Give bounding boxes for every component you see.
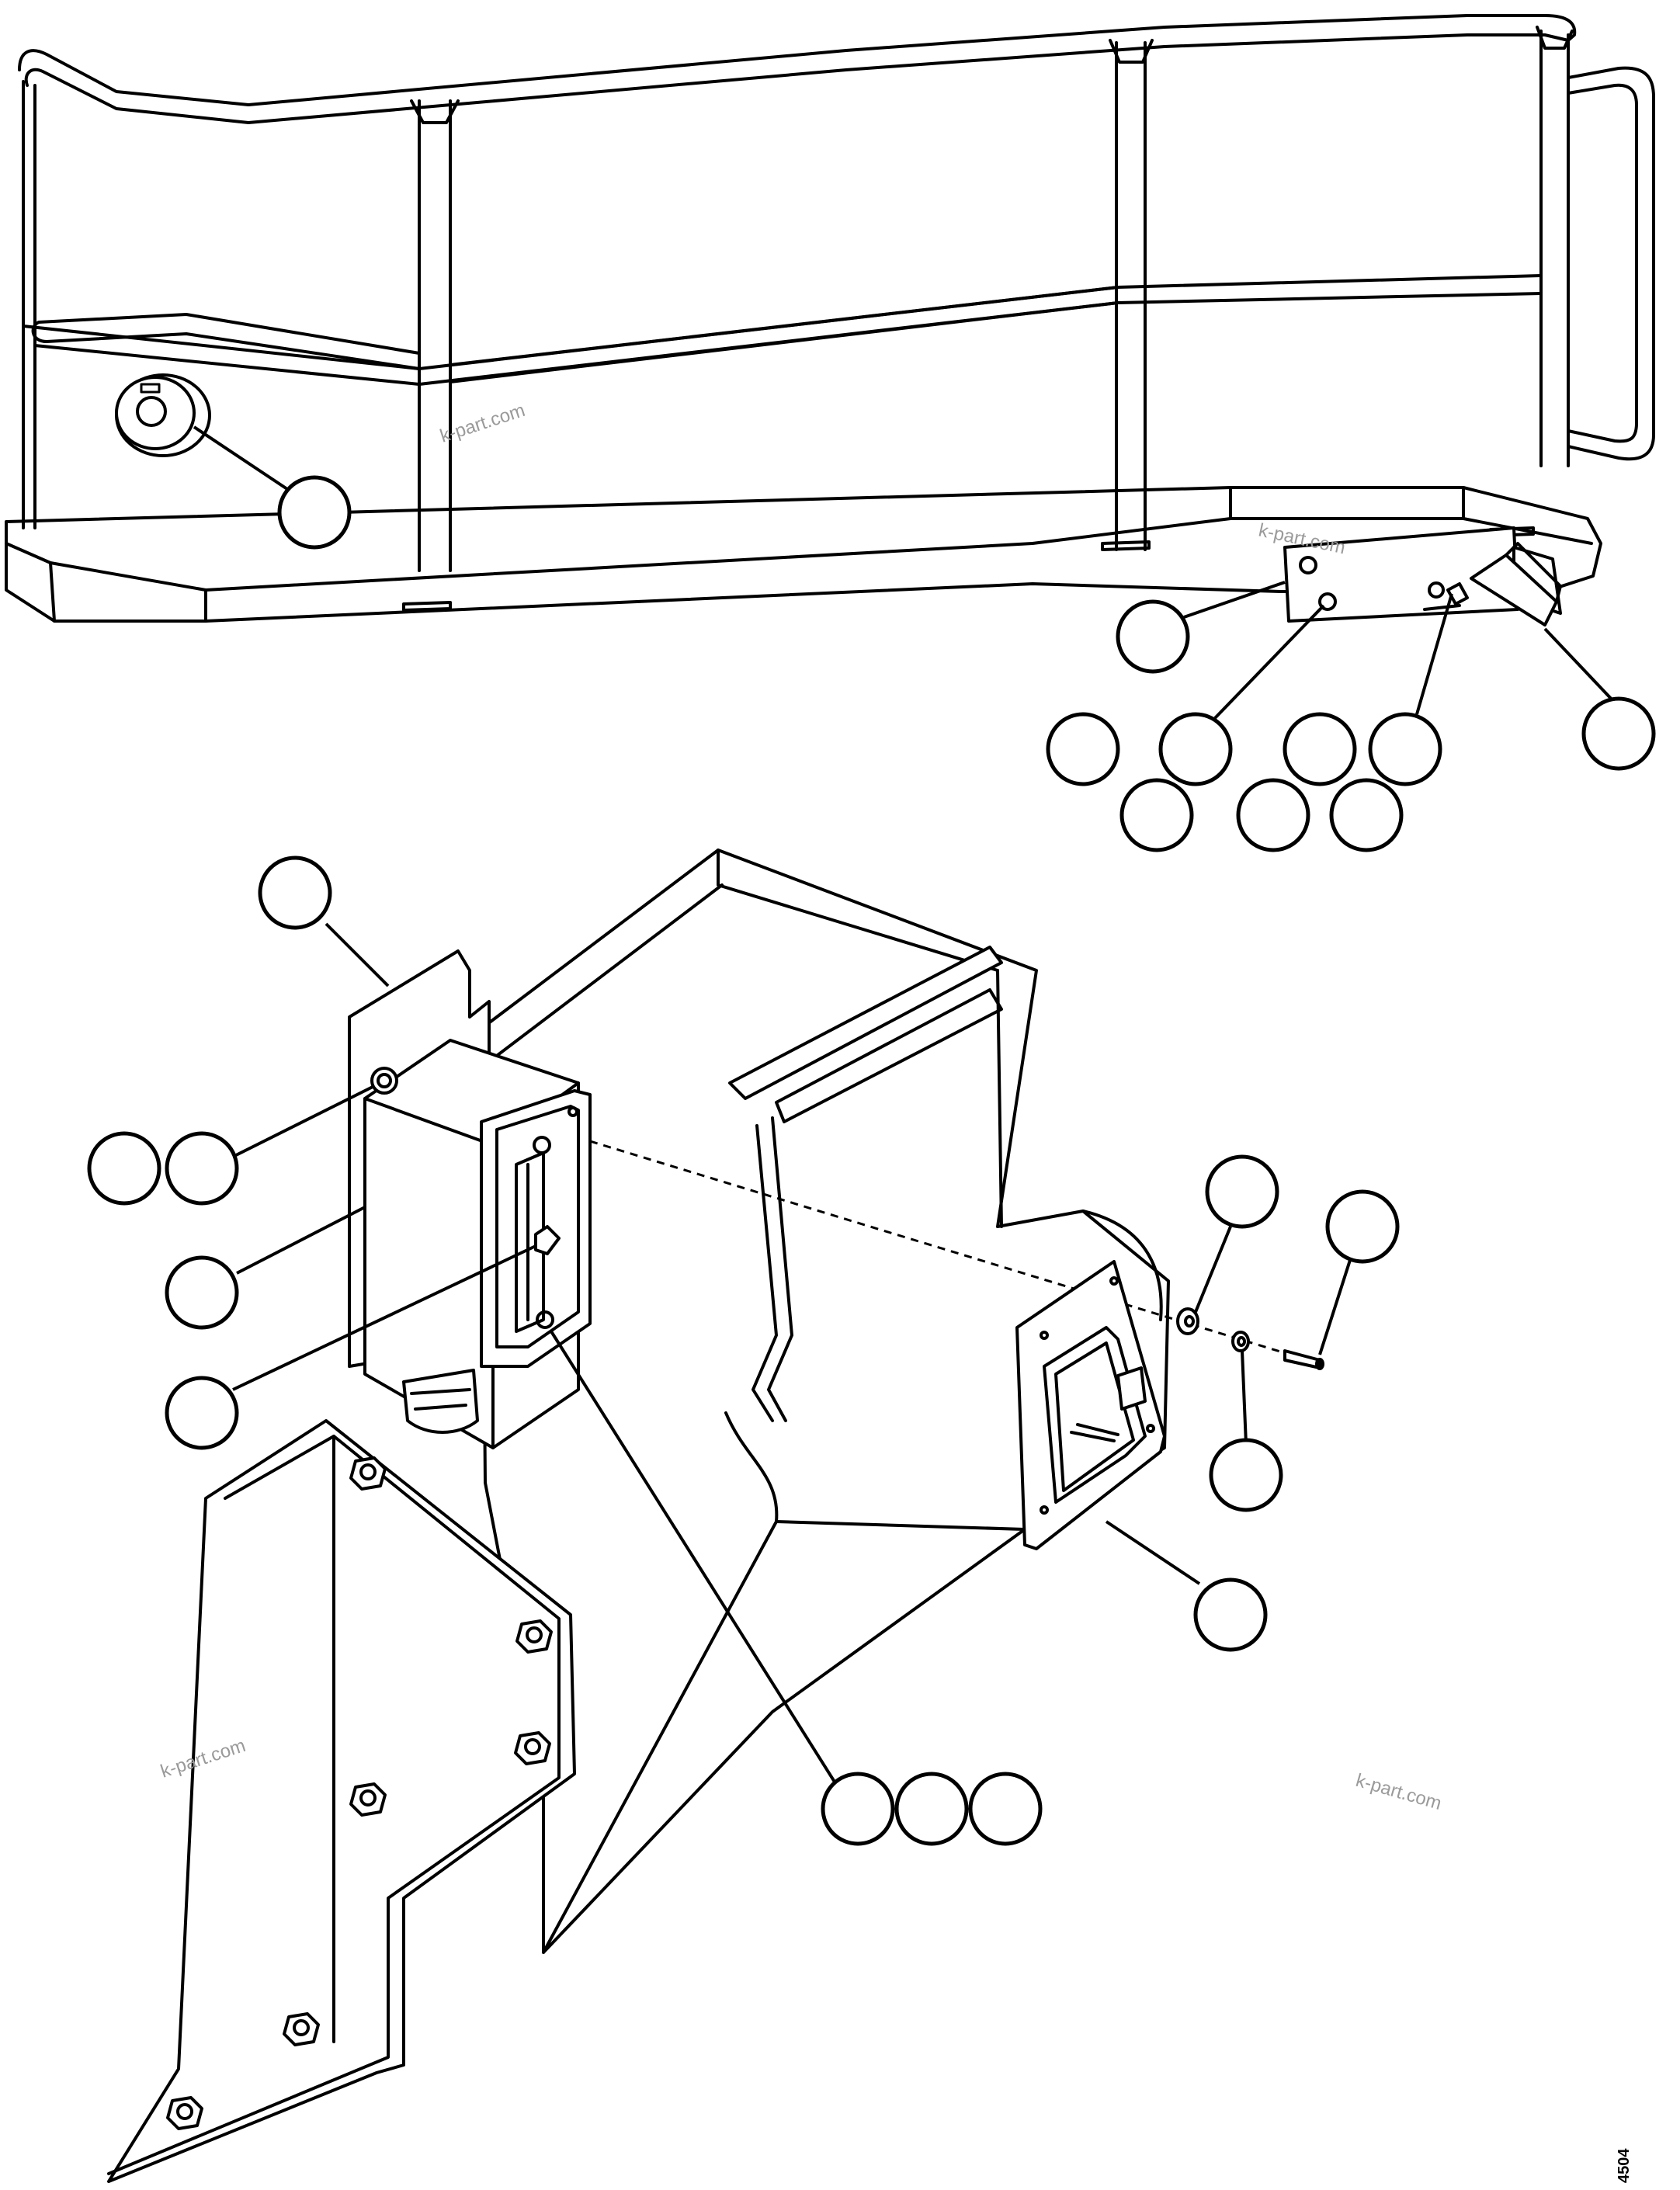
callout-bubble	[1116, 599, 1190, 674]
side-bracket	[107, 1419, 576, 2183]
callout-bubble	[1158, 712, 1233, 786]
watermark: k-part.com	[1353, 1770, 1443, 1814]
rear-light-bracket	[1283, 526, 1519, 623]
cab-light-switch-box	[107, 849, 1352, 2183]
callout-bubble	[277, 475, 352, 550]
callout-bubble	[165, 1376, 239, 1450]
callout-bubble	[1119, 778, 1194, 852]
callout-bubble	[87, 1131, 161, 1206]
side-grab-handle	[1567, 66, 1655, 461]
switch-bezel	[480, 1089, 592, 1368]
callout-bubble	[1329, 778, 1404, 852]
mid-handrail	[22, 274, 1543, 370]
callout-bubble	[1368, 712, 1442, 786]
bolt	[514, 1731, 551, 1765]
rear-lamp	[1470, 542, 1562, 626]
callout-bubbles	[87, 475, 1656, 1846]
washer	[1176, 1307, 1199, 1335]
callout-bubble	[968, 1772, 1043, 1846]
callout-bubble	[1325, 1189, 1400, 1264]
switch-box	[363, 1039, 592, 1449]
bolt	[166, 2096, 203, 2130]
callout-bubble	[821, 1772, 895, 1846]
switch-plate	[1015, 1260, 1166, 1550]
front-grab-bar	[31, 313, 421, 370]
work-lamp	[115, 373, 211, 457]
callout-bubble	[1283, 712, 1357, 786]
callout-bubble	[1205, 1154, 1279, 1229]
guardrail-platform	[5, 14, 1655, 720]
callout-bubble	[894, 1772, 969, 1846]
figure-code: 4504	[1616, 2148, 1633, 2183]
bolt	[349, 1456, 387, 1491]
callout-bubble	[1193, 1577, 1268, 1652]
top-handrail	[18, 14, 1577, 106]
bolt	[515, 1619, 553, 1654]
callout-bubble	[1209, 1438, 1283, 1512]
bolt	[283, 2012, 320, 2046]
lock-washer	[1231, 1331, 1250, 1352]
bolt	[349, 1782, 387, 1817]
callout-bubble	[1581, 696, 1656, 771]
callout-bubble	[1046, 712, 1120, 786]
pin	[1283, 1349, 1324, 1370]
callout-bubble	[165, 1255, 239, 1330]
callout-bubble	[1236, 778, 1310, 852]
callout-bubble	[165, 1131, 239, 1206]
callout-bubble	[258, 856, 332, 930]
